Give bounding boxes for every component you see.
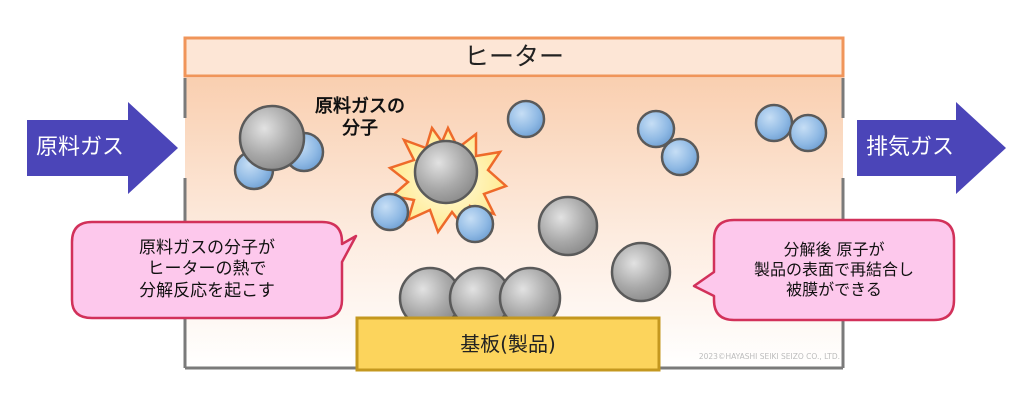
callout-right-text: 分解後 原子が 製品の表面で再結合し 被膜ができる [753, 240, 914, 299]
heater-bar [183, 36, 845, 78]
substrate-label: 基板(製品) [460, 331, 556, 356]
callout-right-bubble [692, 218, 956, 322]
inlet-arrow-label: 原料ガス [35, 135, 124, 161]
outlet-arrow [857, 102, 1006, 194]
outlet-arrow-label: 排気ガス [865, 135, 954, 161]
small-atom [455, 204, 495, 244]
small-atom [660, 137, 700, 177]
large-atom [413, 139, 479, 205]
source-molecule [233, 104, 325, 191]
small-atom [636, 109, 676, 149]
callout-left-text: 原料ガスの分子が ヒーターの熱で 分解反応を起こす [139, 238, 275, 301]
small-atom [506, 99, 546, 139]
small-atom [370, 192, 410, 232]
molecule-label: 原料ガスの 分子 [315, 95, 405, 140]
large-atom [537, 195, 599, 257]
large-atom [610, 241, 672, 303]
callout-left-bubble [70, 220, 358, 320]
small-atom [788, 113, 828, 153]
small-atom [754, 103, 794, 143]
inlet-arrow [27, 102, 178, 194]
substrate-block [355, 316, 661, 372]
copyright-notice: 2023©HAYASHI SEIKI SEIZO CO., LTD. [698, 352, 840, 362]
heater-label: ヒーター [463, 42, 564, 72]
deposited-atoms [398, 266, 562, 330]
